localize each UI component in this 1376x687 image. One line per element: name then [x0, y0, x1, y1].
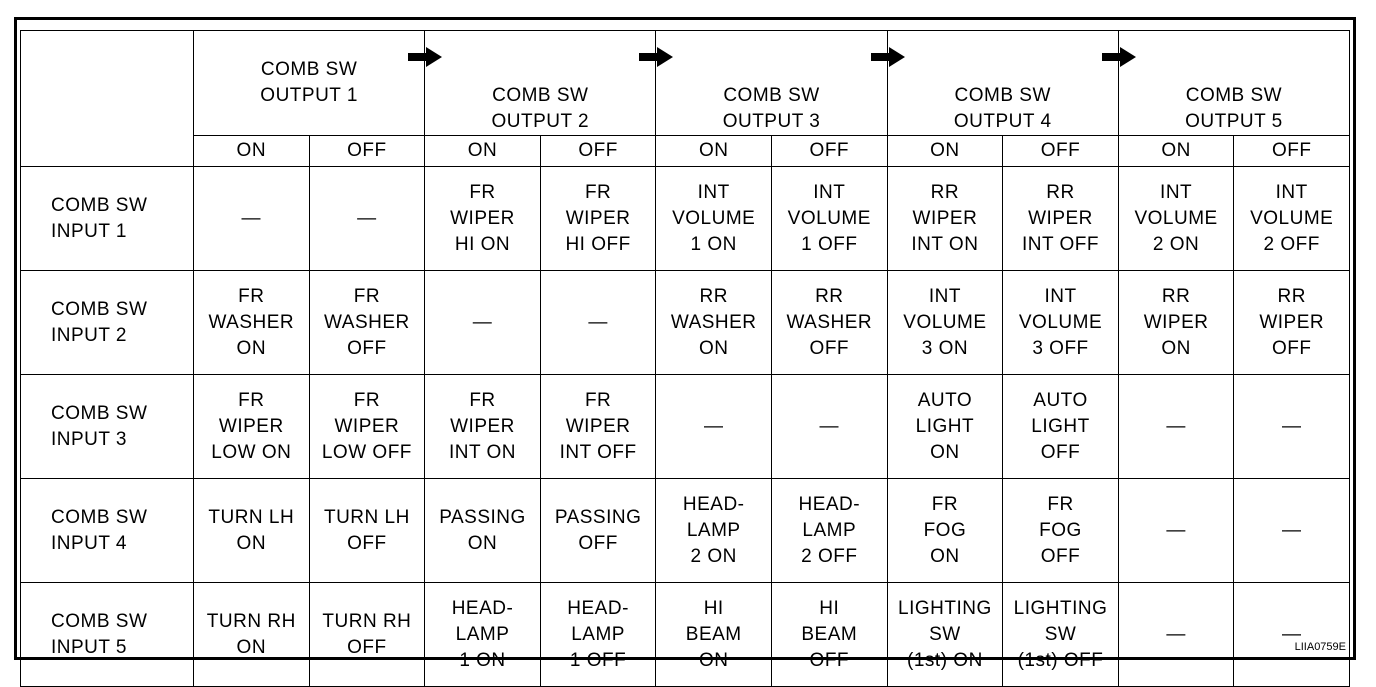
matrix-cell: TURN LH ON [193, 478, 310, 583]
input-row-label: COMB SW INPUT 1 [20, 166, 194, 271]
matrix-cell: PASSING OFF [539, 478, 657, 583]
matrix-cell: FR WIPER INT OFF [539, 374, 657, 479]
output-3-label: COMB SW OUTPUT 3 [722, 85, 821, 132]
matrix-cell: HEAD- LAMP 2 ON [655, 478, 772, 583]
on-header: ON [1117, 135, 1235, 167]
off-header: OFF [539, 135, 657, 167]
matrix-cell: — [1117, 478, 1235, 583]
off-header: OFF [771, 135, 888, 167]
matrix-cell: — [1233, 478, 1351, 583]
matrix-cell: — [1233, 582, 1351, 687]
matrix-cell: INT VOLUME 1 OFF [771, 166, 888, 271]
matrix-cell: — [771, 374, 888, 479]
matrix-cell: — [655, 374, 772, 479]
matrix-cell: FR FOG ON [886, 478, 1004, 583]
input-row: COMB SW INPUT 4 TURN LH ON TURN LH OFF P… [20, 478, 1351, 583]
matrix-cell: FR WASHER ON [193, 270, 310, 375]
input-row-label: COMB SW INPUT 5 [20, 582, 194, 687]
matrix-cell: TURN RH ON [193, 582, 310, 687]
matrix-cell: INT VOLUME 2 OFF [1233, 166, 1351, 271]
matrix-cell: HI BEAM ON [655, 582, 772, 687]
matrix-cell: — [308, 166, 426, 271]
matrix-cell: AUTO LIGHT ON [886, 374, 1004, 479]
off-header: OFF [308, 135, 426, 167]
arrow-right-icon [870, 47, 905, 67]
input-row-label: COMB SW INPUT 2 [20, 270, 194, 375]
matrix-cell: FR WIPER HI ON [424, 166, 541, 271]
matrix-cell: TURN RH OFF [308, 582, 426, 687]
matrix-cell: RR WIPER OFF [1233, 270, 1351, 375]
matrix-cell: RR WIPER INT OFF [1002, 166, 1119, 271]
input-row: COMB SW INPUT 3 FR WIPER LOW ON FR WIPER… [20, 374, 1351, 479]
matrix-cell: TURN LH OFF [308, 478, 426, 583]
matrix-cell: PASSING ON [424, 478, 541, 583]
off-header: OFF [1233, 135, 1351, 167]
matrix-cell: HEAD- LAMP 1 OFF [539, 582, 657, 687]
matrix-cell: INT VOLUME 2 ON [1117, 166, 1235, 271]
matrix-cell: LIGHTING SW (1st) ON [886, 582, 1004, 687]
input-row-label: COMB SW INPUT 4 [20, 478, 194, 583]
matrix-cell: — [1117, 582, 1235, 687]
output-4-label: COMB SW OUTPUT 4 [953, 85, 1052, 132]
matrix-cell: INT VOLUME 3 OFF [1002, 270, 1119, 375]
output-4-header: COMB SW OUTPUT 4 [870, 30, 1119, 136]
on-off-header-row: ON OFF ON OFF ON OFF ON OFF ON OFF [21, 135, 1351, 167]
matrix-cell: FR WIPER LOW OFF [308, 374, 426, 479]
input-row: COMB SW INPUT 5 TURN RH ON TURN RH OFF H… [20, 582, 1351, 687]
input-row: COMB SW INPUT 2 FR WASHER ON FR WASHER O… [20, 270, 1351, 375]
output-3-header: COMB SW OUTPUT 3 [639, 30, 888, 136]
output-5-label: COMB SW OUTPUT 5 [1185, 85, 1283, 132]
output-1-label: COMB SW OUTPUT 1 [260, 59, 358, 106]
arrow-right-icon [408, 47, 443, 67]
matrix-cell: — [1233, 374, 1351, 479]
matrix-cell: INT VOLUME 1 ON [655, 166, 772, 271]
corner-cell [20, 30, 194, 167]
matrix-cell: HEAD- LAMP 2 OFF [771, 478, 888, 583]
matrix-cell: RR WIPER ON [1117, 270, 1235, 375]
matrix-cell: — [1117, 374, 1235, 479]
matrix-cell: RR WIPER INT ON [886, 166, 1004, 271]
figure-code: LIIA0759E [1294, 641, 1346, 653]
matrix-cell: FR WASHER OFF [308, 270, 426, 375]
on-header: ON [655, 135, 772, 167]
on-header: ON [193, 135, 310, 167]
matrix-cell: FR WIPER INT ON [424, 374, 541, 479]
matrix-cell: HEAD- LAMP 1 ON [424, 582, 541, 687]
matrix-cell: FR FOG OFF [1002, 478, 1119, 583]
input-row-label: COMB SW INPUT 3 [20, 374, 194, 479]
matrix-cell: FR WIPER HI OFF [539, 166, 657, 271]
matrix-cell: HI BEAM OFF [771, 582, 888, 687]
on-header: ON [424, 135, 541, 167]
switch-matrix-table: COMB SW OUTPUT 1 COMB SW OUTPUT 2 COMB S… [20, 30, 1351, 687]
matrix-cell: AUTO LIGHT OFF [1002, 374, 1119, 479]
arrow-right-icon [1101, 47, 1136, 67]
matrix-cell: — [424, 270, 541, 375]
matrix-cell: RR WASHER OFF [771, 270, 888, 375]
output-1-header: COMB SW OUTPUT 1 [192, 30, 426, 136]
output-2-label: COMB SW OUTPUT 2 [491, 85, 590, 132]
matrix-cell: — [539, 270, 657, 375]
matrix-cell: LIGHTING SW (1st) OFF [1002, 582, 1119, 687]
arrow-right-icon [639, 47, 674, 67]
matrix-cell: — [193, 166, 310, 271]
input-row: COMB SW INPUT 1 — — FR WIPER HI ON FR WI… [20, 166, 1351, 271]
output-2-header: COMB SW OUTPUT 2 [408, 30, 657, 136]
matrix-cell: RR WASHER ON [655, 270, 772, 375]
on-header: ON [886, 135, 1004, 167]
output-5-header: COMB SW OUTPUT 5 [1101, 30, 1351, 136]
off-header: OFF [1002, 135, 1119, 167]
matrix-cell: INT VOLUME 3 ON [886, 270, 1004, 375]
output-header-row: COMB SW OUTPUT 1 COMB SW OUTPUT 2 COMB S… [20, 30, 1351, 167]
matrix-cell: FR WIPER LOW ON [193, 374, 310, 479]
